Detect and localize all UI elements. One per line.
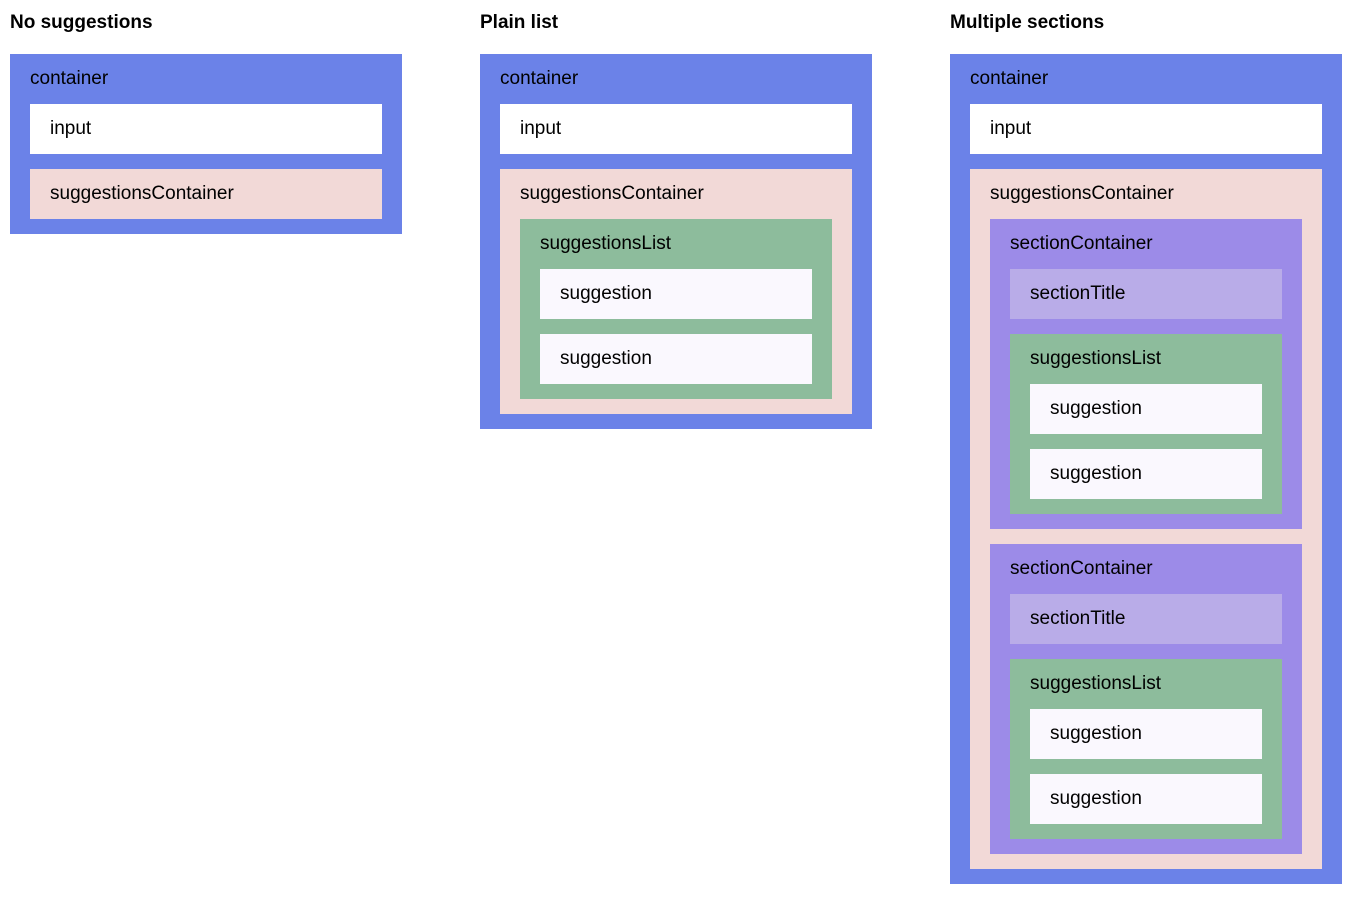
example-column-no-suggestions: No suggestions container input suggestio… bbox=[10, 10, 402, 234]
container-label: container bbox=[500, 68, 579, 89]
suggestions-container-label: suggestionsContainer bbox=[520, 183, 704, 204]
suggestion-box: suggestion bbox=[1030, 774, 1262, 824]
examples-row: No suggestions container input suggestio… bbox=[10, 10, 1346, 884]
input-label: input bbox=[990, 118, 1032, 139]
example-title: Multiple sections bbox=[950, 12, 1105, 33]
suggestion-box: suggestion bbox=[540, 269, 812, 319]
suggestions-container-label: suggestionsContainer bbox=[990, 183, 1174, 204]
suggestions-list-label: suggestionsList bbox=[540, 233, 671, 254]
example-column-multiple-sections: Multiple sections container input sugges… bbox=[950, 10, 1342, 884]
input-label: input bbox=[520, 118, 562, 139]
section-title-box: sectionTitle bbox=[1010, 594, 1282, 644]
suggestions-container-box: suggestionsContainer suggestionsList sug… bbox=[500, 169, 852, 414]
suggestions-list-label: suggestionsList bbox=[1030, 348, 1161, 369]
suggestions-list-box: suggestionsList suggestion suggestion bbox=[520, 219, 832, 399]
example-title: No suggestions bbox=[10, 12, 153, 33]
suggestion-box: suggestion bbox=[1030, 709, 1262, 759]
container-box: container input suggestionsContainer bbox=[10, 54, 402, 234]
suggestions-list-box: suggestionsList suggestion suggestion bbox=[1010, 659, 1282, 839]
suggestions-container-box: suggestionsContainer sectionContainer se… bbox=[970, 169, 1322, 869]
example-column-plain-list: Plain list container input suggestionsCo… bbox=[480, 10, 872, 429]
suggestion-label: suggestion bbox=[1050, 723, 1142, 744]
container-box: container input suggestionsContainer sec… bbox=[950, 54, 1342, 884]
section-container-box: sectionContainer sectionTitle suggestion… bbox=[990, 219, 1302, 529]
suggestions-list-box: suggestionsList suggestion suggestion bbox=[1010, 334, 1282, 514]
suggestion-label: suggestion bbox=[1050, 788, 1142, 809]
section-title-label: sectionTitle bbox=[1030, 283, 1126, 304]
input-box: input bbox=[30, 104, 382, 154]
container-label: container bbox=[970, 68, 1049, 89]
section-container-label: sectionContainer bbox=[1010, 233, 1153, 254]
section-container-box: sectionContainer sectionTitle suggestion… bbox=[990, 544, 1302, 854]
example-title: Plain list bbox=[480, 12, 559, 33]
suggestion-label: suggestion bbox=[560, 348, 652, 369]
container-label: container bbox=[30, 68, 109, 89]
section-title-box: sectionTitle bbox=[1010, 269, 1282, 319]
suggestion-label: suggestion bbox=[560, 283, 652, 304]
suggestion-box: suggestion bbox=[1030, 449, 1262, 499]
container-box: container input suggestionsContainer sug… bbox=[480, 54, 872, 429]
suggestion-box: suggestion bbox=[1030, 384, 1262, 434]
section-container-label: sectionContainer bbox=[1010, 558, 1153, 579]
input-box: input bbox=[970, 104, 1322, 154]
suggestions-container-box: suggestionsContainer bbox=[30, 169, 382, 219]
suggestions-container-label: suggestionsContainer bbox=[50, 183, 234, 204]
suggestion-box: suggestion bbox=[540, 334, 812, 384]
suggestion-label: suggestion bbox=[1050, 463, 1142, 484]
input-label: input bbox=[50, 118, 92, 139]
section-title-label: sectionTitle bbox=[1030, 608, 1126, 629]
suggestion-label: suggestion bbox=[1050, 398, 1142, 419]
suggestions-list-label: suggestionsList bbox=[1030, 673, 1161, 694]
input-box: input bbox=[500, 104, 852, 154]
